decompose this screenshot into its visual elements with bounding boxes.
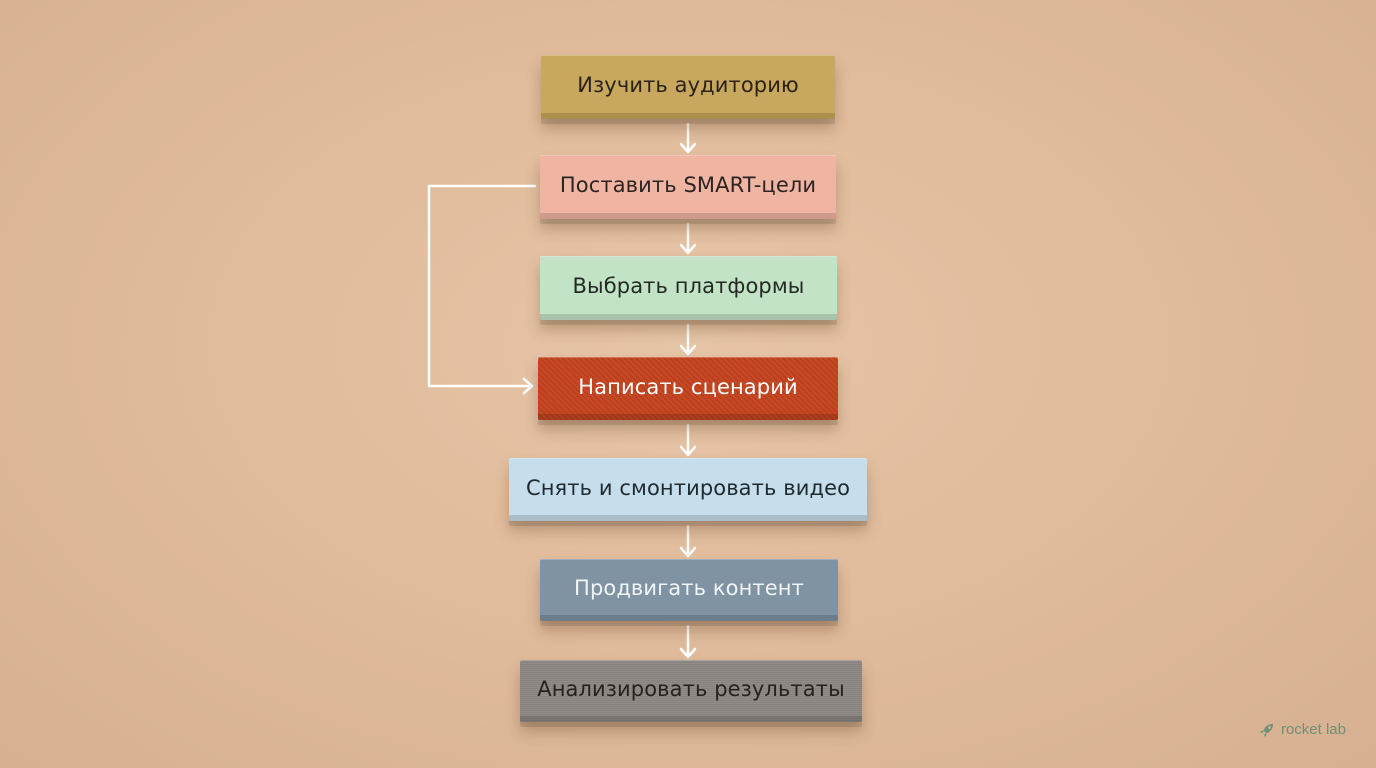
brand-logo: rocket lab [1259, 721, 1346, 738]
logo-text: rocket lab [1280, 721, 1346, 738]
step-1-block: Изучить аудиторию [541, 55, 835, 119]
arrow-2-to-3 [679, 222, 697, 255]
step-4-block: Написать сценарий [538, 357, 838, 420]
step-2-label: Поставить SMART-цели [559, 173, 817, 197]
arrow-3-to-4 [679, 323, 697, 356]
step-6-block: Продвигать контент [540, 559, 838, 621]
step-5-block: Снять и смонтировать видео [509, 458, 867, 521]
loop-arrow-2-to-4 [427, 184, 537, 395]
step-4-label: Написать сценарий [578, 374, 798, 399]
step-6-label: Продвигать контент [574, 576, 804, 600]
step-7-label: Анализировать результаты [537, 677, 845, 701]
step-5-label: Снять и смонтировать видео [525, 475, 851, 500]
step-2-block: Поставить SMART-цели [540, 155, 836, 219]
arrow-1-to-2 [679, 122, 697, 154]
step-3-label: Выбрать платформы [572, 274, 805, 298]
arrow-5-to-6 [679, 524, 697, 558]
step-1-label: Изучить аудиторию [577, 73, 799, 97]
arrow-4-to-5 [679, 423, 697, 457]
arrow-6-to-7 [679, 624, 697, 659]
rocket-icon [1259, 722, 1275, 738]
step-3-block: Выбрать платформы [540, 256, 837, 320]
step-7-block: Анализировать результаты [520, 660, 862, 722]
